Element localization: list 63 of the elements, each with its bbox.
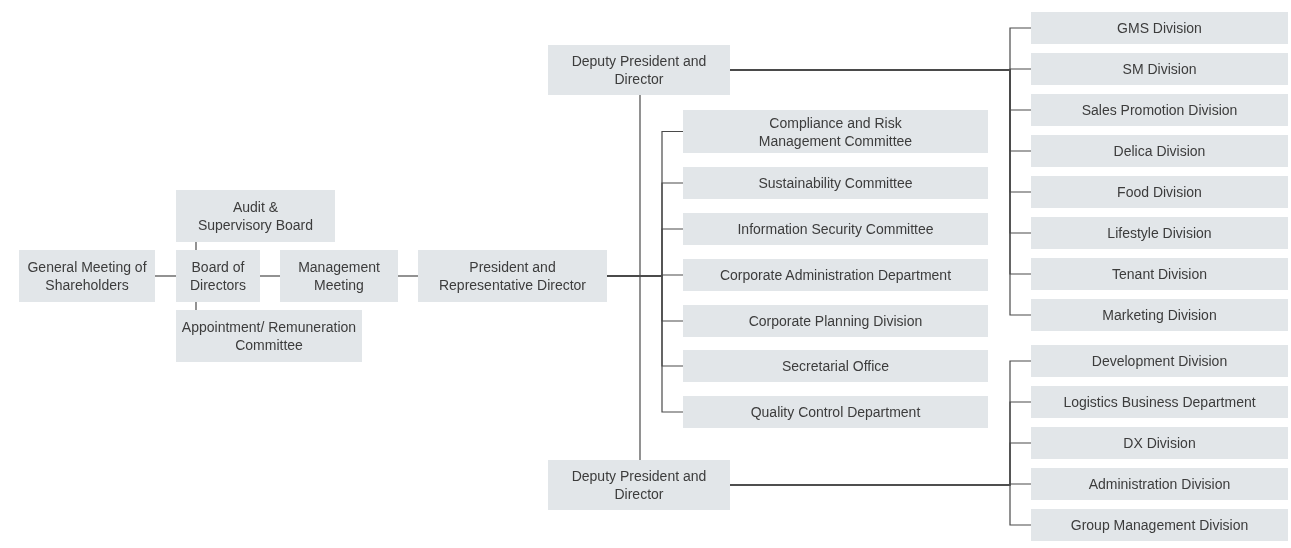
org-box (1031, 427, 1288, 459)
org-box (548, 460, 730, 510)
box-label: Compliance and Risk Management Committee (757, 113, 914, 150)
org-box (683, 259, 988, 291)
org-box (1031, 94, 1288, 126)
box-label: Deputy President and Director (570, 467, 708, 503)
box-label: Corporate Administration Department (719, 266, 952, 284)
org-box (19, 250, 155, 302)
org-box (1031, 509, 1288, 541)
box-label: Audit & Supervisory Board (196, 198, 315, 234)
org-box (1031, 53, 1288, 85)
org-box (1031, 299, 1288, 331)
org-box (176, 310, 362, 362)
org-box (683, 110, 988, 153)
box-label: Deputy President and Director (570, 52, 708, 88)
org-box (418, 250, 607, 302)
org-box (1031, 258, 1288, 290)
box-label: Information Security Committee (737, 220, 934, 238)
org-box (683, 350, 988, 382)
org-box (1031, 217, 1288, 249)
org-box (683, 213, 988, 245)
box-label: SM Division (1122, 60, 1197, 78)
box-label: Marketing Division (1102, 306, 1217, 324)
org-box (176, 250, 260, 302)
org-box (280, 250, 398, 302)
org-box (1031, 12, 1288, 44)
box-label: Appointment/ Remuneration Committee (180, 318, 358, 354)
box-label: Food Division (1117, 183, 1202, 201)
box-label: GMS Division (1117, 19, 1202, 37)
connector-line (259, 275, 281, 277)
org-box (683, 305, 988, 337)
org-box (1031, 135, 1288, 167)
connector-line (195, 301, 197, 311)
org-box (548, 45, 730, 95)
box-label: Tenant Division (1112, 265, 1207, 283)
org-box (1031, 176, 1288, 208)
box-label: Corporate Planning Division (748, 312, 923, 330)
org-box (1031, 468, 1288, 500)
box-label: Group Management Division (1070, 516, 1249, 534)
connector-line (154, 275, 177, 277)
org-box (683, 396, 988, 428)
box-label: Lifestyle Division (1107, 224, 1212, 242)
org-box (176, 190, 335, 242)
box-label: Management Meeting (297, 258, 381, 294)
box-label: DX Division (1123, 434, 1196, 452)
box-label: Secretarial Office (781, 357, 890, 375)
box-label: Sales Promotion Division (1081, 101, 1238, 119)
org-box (1031, 345, 1288, 377)
box-label: President and Representative Director (437, 258, 588, 294)
org-box (1031, 386, 1288, 418)
connector-line (606, 275, 684, 413)
connector-line (729, 484, 1032, 526)
box-label: Sustainability Committee (758, 174, 913, 192)
connector-line (195, 241, 197, 251)
box-label: Quality Control Department (750, 403, 921, 421)
box-label: Development Division (1091, 352, 1228, 370)
connector-line (397, 275, 419, 277)
box-label: Delica Division (1113, 142, 1206, 160)
box-label: Board of Directors (189, 258, 247, 294)
box-label: Logistics Business Department (1063, 393, 1256, 411)
box-label: Administration Division (1088, 475, 1231, 493)
box-label: General Meeting of Shareholders (26, 258, 148, 294)
org-box (683, 167, 988, 199)
